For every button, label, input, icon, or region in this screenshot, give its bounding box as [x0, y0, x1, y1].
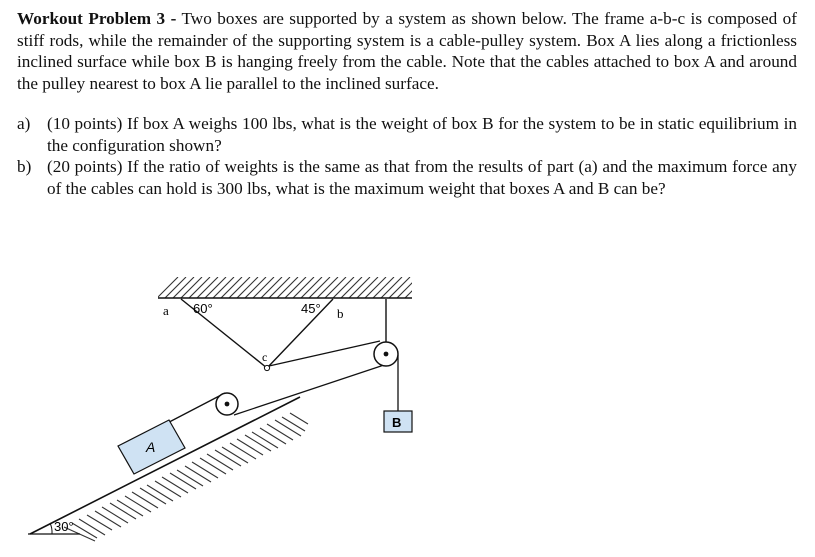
- ceiling-hatching: [158, 277, 412, 298]
- frame-rod-bc: [266, 298, 334, 369]
- box-b-label: B: [392, 415, 401, 430]
- part-b-label: b): [17, 157, 32, 176]
- right-pulley: [373, 341, 399, 367]
- lower-pulley: [215, 392, 239, 416]
- problem-document: Workout Problem 3 - Two boxes are suppor…: [17, 8, 797, 199]
- part-b-text: (20 points) If the ratio of weights is t…: [47, 157, 797, 198]
- incline-surface: [29, 396, 301, 535]
- problem-intro: Workout Problem 3 - Two boxes are suppor…: [17, 8, 797, 94]
- frame-angle-a: 60°: [193, 301, 213, 316]
- cable-lower-pulley-to-right-pulley: [233, 361, 394, 416]
- problem-statement: Two boxes are supported by a system as s…: [17, 9, 797, 93]
- question-part-b: b) (20 points) If the ratio of weights i…: [17, 156, 797, 199]
- frame-joint-c: [263, 364, 271, 372]
- box-b: B: [383, 410, 413, 433]
- frame-rod-ac: [180, 298, 268, 369]
- part-a-text: (10 points) If box A weighs 100 lbs, wha…: [47, 114, 797, 155]
- frame-angle-b: 45°: [301, 301, 321, 316]
- frame-label-b: b: [337, 306, 344, 321]
- problem-title: Workout Problem 3 -: [17, 9, 177, 28]
- incline-angle-arc: [49, 522, 53, 535]
- ground-hatching: [63, 412, 309, 542]
- part-a-label: a): [17, 114, 31, 133]
- cable-c-to-right-pulley: [268, 340, 381, 367]
- box-a: A: [117, 419, 186, 475]
- box-a-label: A: [145, 439, 155, 455]
- question-parts: a) (10 points) If box A weighs 100 lbs, …: [17, 113, 797, 199]
- incline-angle-label: 30°: [54, 519, 74, 534]
- frame-label-a: a: [163, 303, 169, 318]
- frame-label-c: c: [262, 350, 267, 364]
- question-part-a: a) (10 points) If box A weighs 100 lbs, …: [17, 113, 797, 156]
